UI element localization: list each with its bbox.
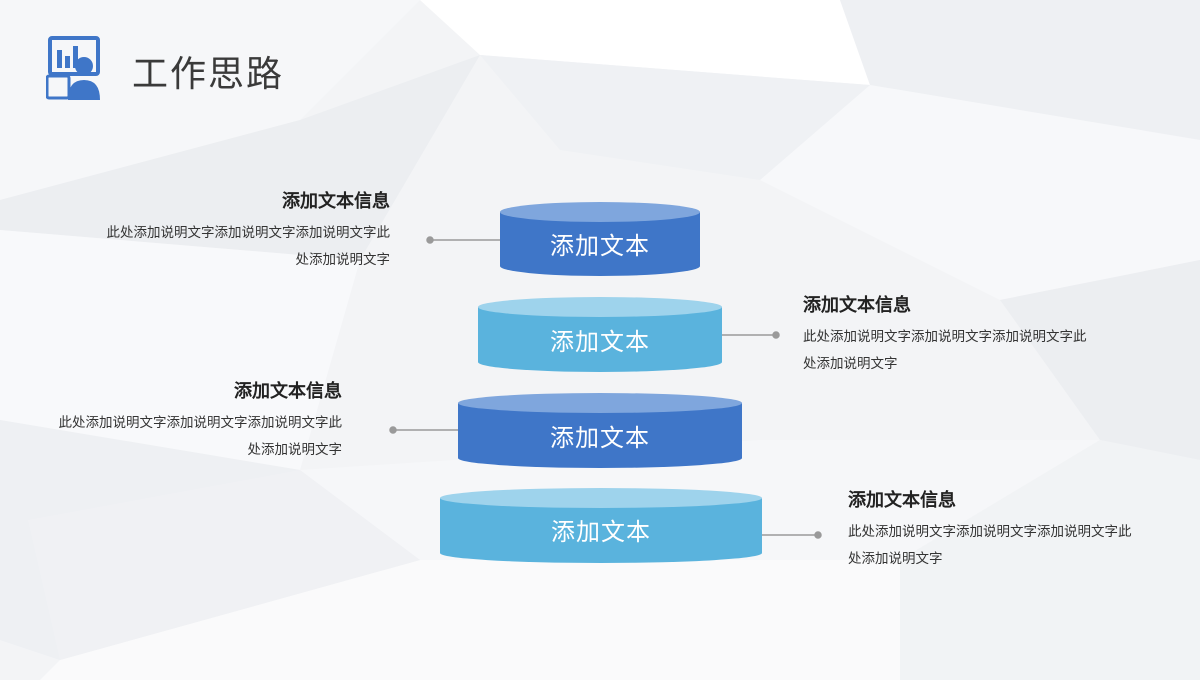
- layer-label-1: 添加文本: [550, 232, 650, 260]
- annotation-2: 添加文本信息 此处添加说明文字添加说明文字添加说明文字此 处添加说明文字: [803, 294, 1163, 378]
- cylinder-shape-2: [478, 297, 722, 372]
- annotation-title-4: 添加文本信息: [848, 490, 956, 511]
- stack-layer-1: 添加文本: [500, 200, 700, 280]
- annotation-body-2-line1: 此处添加说明文字添加说明文字添加说明文字此: [803, 329, 1087, 345]
- annotation-title-2: 添加文本信息: [803, 295, 911, 316]
- annotation-3: 添加文本信息 此处添加说明文字添加说明文字添加说明文字此 处添加说明文字: [12, 380, 343, 464]
- annotation-body-3-line2: 处添加说明文字: [247, 442, 343, 458]
- layer-label-2: 添加文本: [550, 328, 650, 356]
- annotation-title-1: 添加文本信息: [282, 191, 390, 212]
- annotation-body-4-line2: 处添加说明文字: [848, 551, 943, 567]
- annotation-1: 添加文本信息 此处添加说明文字添加说明文字添加说明文字此 处添加说明文字: [60, 190, 391, 274]
- cylinder-shape-1: [500, 202, 700, 276]
- annotation-4: 添加文本信息 此处添加说明文字添加说明文字添加说明文字此 处添加说明文字: [848, 489, 1188, 573]
- stack-layer-2: 添加文本: [478, 296, 722, 376]
- annotation-body-1: 此处添加说明文字添加说明文字添加说明文字此 处添加说明文字: [60, 220, 391, 274]
- annotation-body-3: 此处添加说明文字添加说明文字添加说明文字此 处添加说明文字: [12, 410, 343, 464]
- cylinder-shape-3: [458, 393, 742, 468]
- stack-layer-3: 添加文本: [458, 392, 742, 472]
- cylinder-shape-4: [440, 488, 762, 563]
- page-title: 工作思路: [132, 54, 285, 95]
- annotation-body-2-line2: 处添加说明文字: [803, 356, 898, 372]
- annotation-body-2: 此处添加说明文字添加说明文字添加说明文字此 处添加说明文字: [803, 324, 1163, 378]
- presentation-analyst-icon: [45, 36, 100, 100]
- annotation-body-4-line1: 此处添加说明文字添加说明文字添加说明文字此: [848, 524, 1132, 540]
- annotation-title-3: 添加文本信息: [234, 381, 342, 402]
- stack-layer-4: 添加文本: [440, 487, 762, 567]
- annotation-body-1-line2: 处添加说明文字: [295, 252, 391, 268]
- annotation-body-4: 此处添加说明文字添加说明文字添加说明文字此 处添加说明文字: [848, 519, 1188, 573]
- annotation-body-1-line1: 此处添加说明文字添加说明文字添加说明文字此: [106, 225, 391, 241]
- annotation-body-3-line1: 此处添加说明文字添加说明文字添加说明文字此: [58, 415, 343, 431]
- layer-label-3: 添加文本: [550, 424, 650, 452]
- layer-label-4: 添加文本: [551, 518, 651, 546]
- logo: [45, 36, 102, 102]
